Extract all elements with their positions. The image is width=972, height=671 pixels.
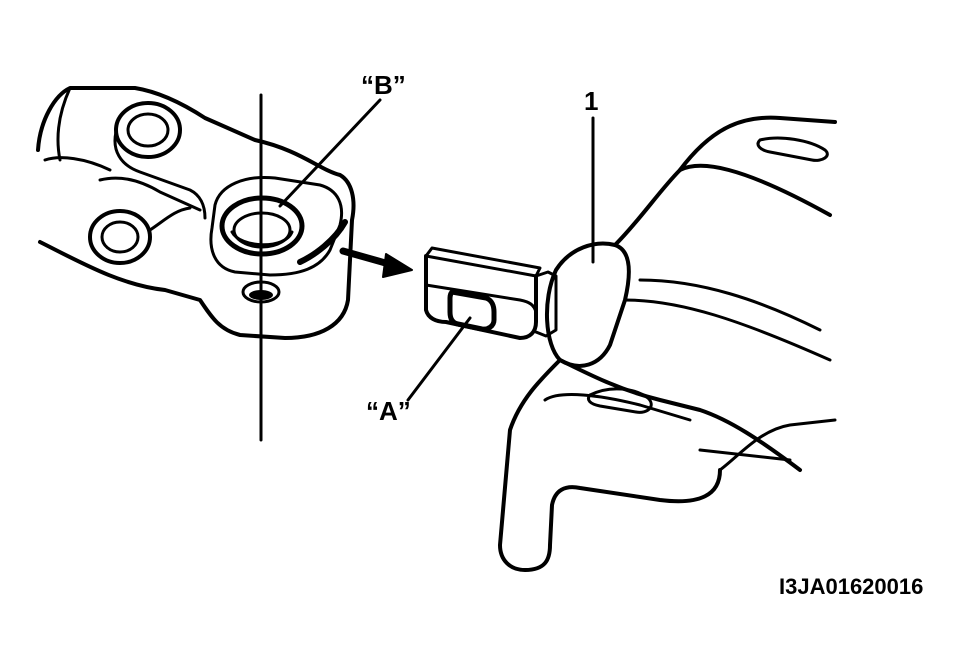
joint-shaft-outline [36, 86, 356, 340]
housing-boss [545, 241, 631, 368]
top-slot [756, 136, 829, 162]
leader-line-a [406, 316, 472, 402]
label-a: “A” [366, 396, 411, 426]
leader-line-b [278, 98, 382, 208]
housing-rib [638, 278, 822, 332]
housing-top-edge [613, 163, 832, 247]
steering-gear-box [424, 115, 837, 572]
bracket-inner [543, 393, 692, 422]
bracket-edge [718, 418, 837, 472]
upper-yoke-eye-outer [114, 101, 182, 159]
direction-arrow [339, 247, 413, 278]
top-flange [678, 115, 837, 172]
joint-inner-contour-top [43, 156, 112, 172]
lower-yoke-arm [148, 206, 192, 232]
joint-ridge [98, 176, 202, 212]
housing-lower-edge [558, 358, 802, 472]
joint-inner-contour [56, 86, 72, 162]
label-b: “B” [361, 70, 406, 100]
mounting-bracket [498, 358, 722, 572]
input-shaft-front [424, 246, 542, 278]
upper-yoke-eye-inner [126, 112, 170, 148]
upper-yoke-arm [113, 130, 207, 220]
lower-yoke-eye-outer [88, 209, 152, 265]
housing-right-lower [698, 448, 792, 462]
universal-joint [36, 86, 356, 340]
shaft-flat-a [447, 289, 497, 332]
clamp-flange [209, 175, 344, 277]
clamp-slit [297, 219, 348, 265]
figure-code: I3JA01620016 [779, 574, 924, 599]
label-part-number: 1 [584, 86, 599, 116]
housing-mid-line [623, 298, 832, 362]
shaft-neck [534, 270, 558, 338]
input-shaft-edge [424, 283, 538, 314]
bracket-slot [586, 387, 653, 414]
lower-yoke-eye-inner [100, 220, 140, 254]
